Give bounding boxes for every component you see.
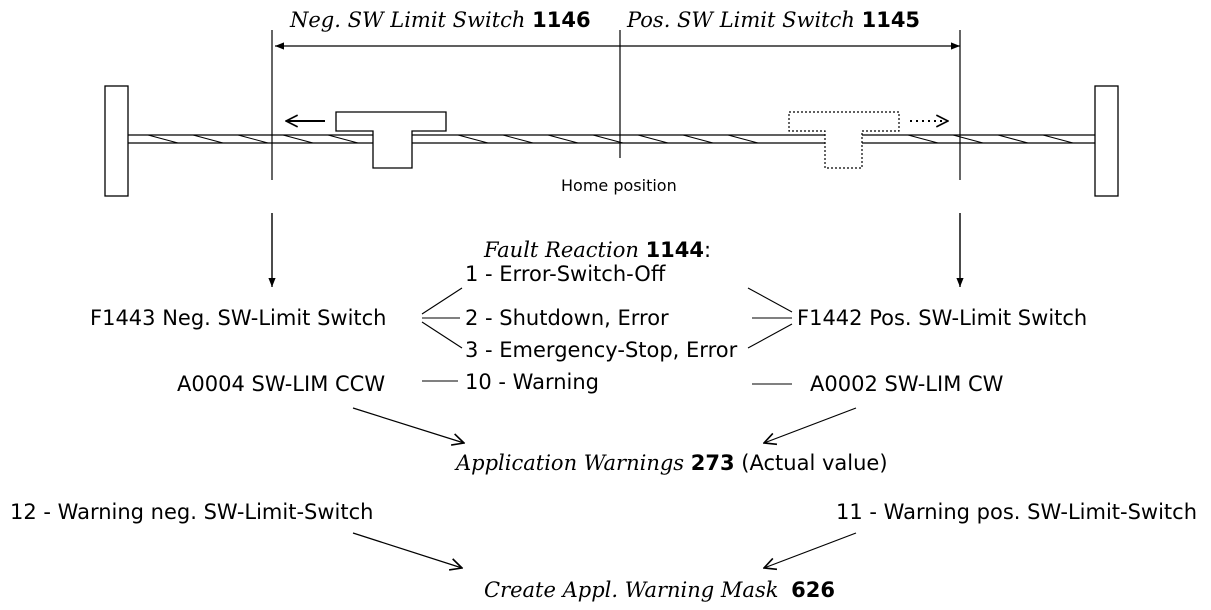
application-warnings-suffix: (Actual value) [741,451,888,475]
pos-sw-limit-text: Pos. SW Limit Switch [627,8,855,32]
neg-warning-to-app-arrow [352,407,464,443]
application-warnings-label: Application Warnings 273 (Actual value) [456,451,888,475]
fault-option-3: 3 - Emergency-Stop, Error [465,338,738,362]
pos-sw-limit-label: Pos. SW Limit Switch 1145 [627,8,920,32]
fault-option-10: 10 - Warning [465,370,599,394]
pos-sw-limit-param: 1145 [861,8,921,32]
pos-error-label: F1442 Pos. SW-Limit Switch [797,306,1088,330]
create-mask-label: Create Appl. Warning Mask 626 [484,578,835,602]
fault-option-2: 2 - Shutdown, Error [465,306,669,330]
create-mask-param: 626 [791,578,835,602]
fault-reaction-title: Fault Reaction 1144: [484,238,711,262]
create-mask-text: Create Appl. Warning Mask [484,578,779,602]
neg-error-label: F1443 Neg. SW-Limit Switch [90,306,387,330]
neg-mask-bit-label: 12 - Warning neg. SW-Limit-Switch [10,500,374,524]
fault-connectors [421,287,793,385]
pos-mask-bit-label: 11 - Warning pos. SW-Limit-Switch [836,500,1198,524]
right-end-stop [1094,85,1119,197]
screw-thread-hatching [147,134,1074,144]
neg-bit-to-mask-arrow [352,532,462,568]
neg-sw-limit-param: 1146 [532,8,591,32]
fault-option-1: 1 - Error-Switch-Off [465,262,666,286]
home-position-label: Home position [561,176,677,195]
fault-reaction-text: Fault Reaction [484,238,639,262]
application-warnings-param: 273 [690,451,735,475]
neg-sw-limit-text: Neg. SW Limit Switch [290,8,526,32]
pos-warning-to-app-arrow [764,407,857,443]
neg-warning-label: A0004 SW-LIM CCW [177,372,386,396]
fault-reaction-colon: : [704,238,712,262]
application-warnings-text: Application Warnings [456,451,685,475]
left-slide-carriage [335,111,447,169]
neg-sw-limit-label: Neg. SW Limit Switch 1146 [290,8,591,32]
right-slide-carriage [788,111,900,169]
pos-bit-to-mask-arrow [764,532,857,568]
pos-warning-label: A0002 SW-LIM CW [810,372,1004,396]
left-end-stop [104,85,129,197]
fault-reaction-param: 1144 [645,238,705,262]
